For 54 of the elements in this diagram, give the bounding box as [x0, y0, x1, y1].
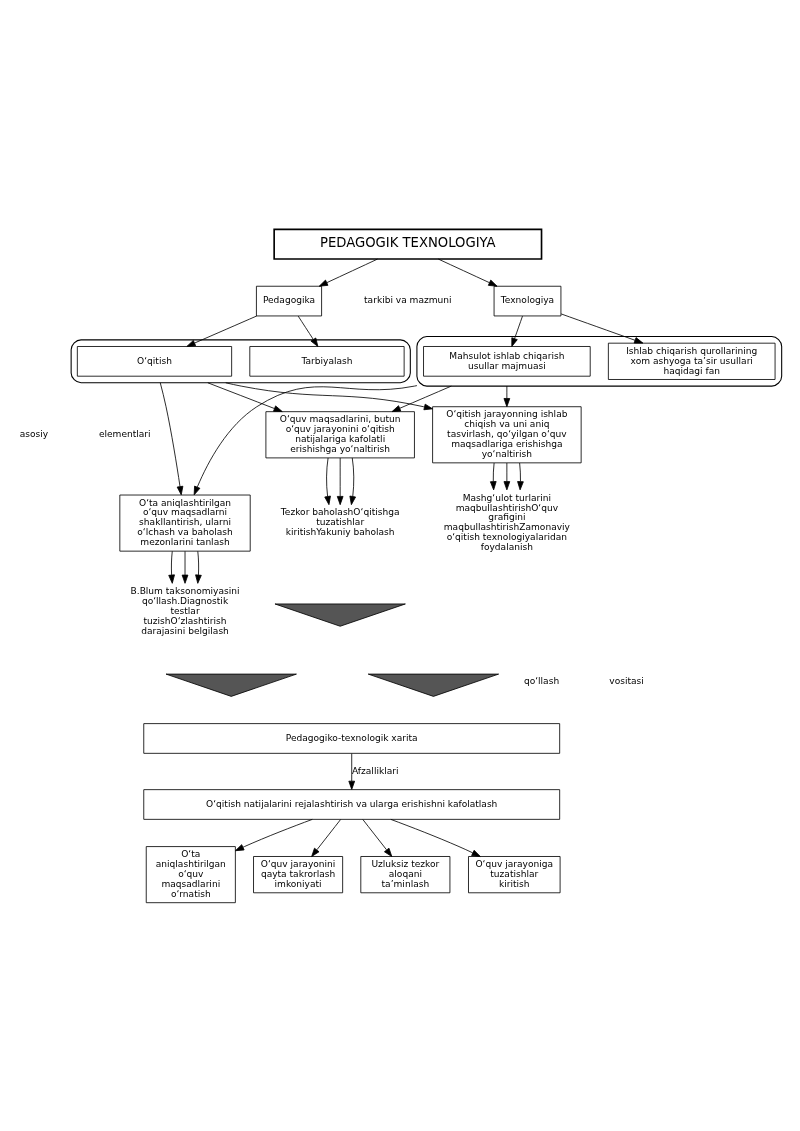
node-box: O‘quv jarayonini qayta takrorlash imkoniyati	[253, 855, 344, 893]
arrow	[207, 381, 283, 412]
node-box: Tarbiyalash	[249, 345, 405, 377]
node-box: Ishlab chiqarish qurollarining xom ashyoga ta’sir usullari haqidagi fan	[607, 342, 776, 380]
node-box: Pedagogika	[256, 285, 322, 316]
arrow	[225, 381, 433, 410]
arrow	[390, 818, 481, 857]
node-box: O‘ta aniqlashtirilgan o‘quv maqsadlarini o‘rnatish	[145, 845, 236, 903]
node-box: Pedagogiko-texnologik xarita	[143, 722, 561, 754]
node-box: Mahsulot ishlab chiqarish usullar majmuasi	[423, 345, 591, 377]
node-triangle	[165, 673, 297, 697]
arrow	[159, 381, 184, 495]
arrow	[511, 315, 523, 347]
node-box: Uzluksiz tezkor aloqani ta’minlash	[360, 855, 451, 893]
label: tarkibi va mazmuni	[364, 294, 452, 305]
node-box: O‘quv maqsadlarini, butun o‘quv jarayonini o‘qitish natijalariga kafolatli erishishga yo‘naltirish	[265, 410, 415, 458]
arrow	[181, 550, 189, 584]
arrow	[490, 462, 497, 490]
arrow	[195, 550, 202, 584]
node-text: Mashg‘ulot turlarini maqbullashtirishO‘quv grafigini maqbullashtirishZamonaviy o‘qitish texnologiyalaridan foydalanish	[443, 492, 570, 552]
arrow	[318, 258, 378, 287]
arrow	[311, 818, 342, 857]
arrow	[503, 462, 511, 490]
node-box: O‘qitish	[76, 345, 233, 377]
arrow	[503, 385, 511, 407]
node-text: Tezkor baholashO‘qitishga tuzatishlar kiritishYakuniy baholash	[280, 507, 400, 537]
arrow	[186, 315, 258, 347]
arrow	[349, 457, 356, 505]
node-box: O‘qitish jarayonning ishlab chiqish va uni aniq tasvirlash, qo‘yilgan o‘quv maqsadlariga erishishga yo‘naltirish	[432, 405, 582, 463]
arrow	[362, 818, 393, 857]
label: qo‘llash	[523, 675, 560, 686]
arrow	[235, 818, 313, 851]
label: elementlari	[98, 428, 151, 439]
node-box: PEDAGOGIK TEXNOLOGIYA	[273, 227, 543, 260]
node-box: Texnologiya	[493, 285, 562, 316]
arrow	[560, 313, 644, 343]
node-box: O‘ta aniqlashtirilgan o‘quv maqsadlarni shakllantirish, ularni o‘lchash va baholash mezonlarini tanlash	[119, 494, 251, 552]
label: asosiy	[19, 428, 49, 439]
node-text: B.Blum taksonomiyasini qo‘llash.Diagnostik testlar tuzishO‘zlashtirish darajasini belgilash	[130, 585, 240, 635]
arrow	[193, 384, 418, 495]
arrow	[336, 457, 344, 505]
arrow	[168, 550, 175, 584]
arrow	[437, 258, 498, 287]
arrow	[297, 315, 319, 347]
node-box: O‘quv jarayoniga tuzatishlar kiritish	[468, 855, 561, 893]
node-triangle	[367, 673, 500, 697]
label: vositasi	[609, 675, 644, 686]
arrow	[348, 752, 356, 790]
arrow	[517, 462, 524, 490]
arrow	[324, 457, 331, 505]
edge-label: Afzalliklari	[351, 765, 399, 776]
node-triangle	[274, 603, 406, 627]
arrow	[391, 385, 452, 412]
node-box: O‘qitish natijalarini rejalashtirish va ularga erishishni kafolatlash	[143, 788, 561, 820]
